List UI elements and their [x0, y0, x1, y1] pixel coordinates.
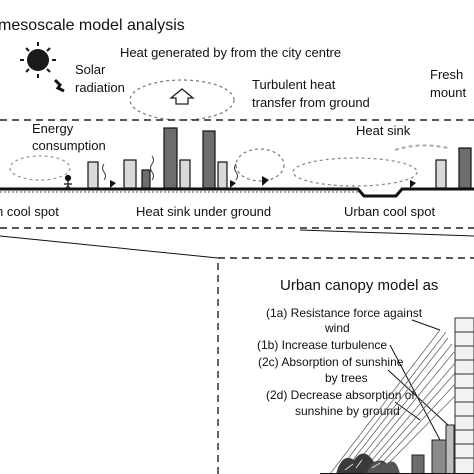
- canopy-dashed-box: [217, 257, 474, 474]
- cool-air-loop-left: [9, 155, 71, 181]
- cool-air-loop-right: [292, 157, 418, 187]
- svg-text:sunshine by ground: sunshine by ground: [295, 404, 400, 418]
- mesoscale-title: mesoscale model analysis: [0, 17, 185, 34]
- person-icon: [64, 174, 72, 190]
- svg-text:(1b) Increase turbulence: (1b) Increase turbulence: [257, 338, 387, 352]
- solar-radiation-label-1: Solar: [75, 62, 106, 77]
- city-buildings: [87, 127, 472, 189]
- sunshine-beams: [329, 329, 457, 474]
- canopy-item-2d: (2d) Decrease absorption of sunshine by …: [266, 388, 415, 418]
- svg-text:wind: wind: [324, 321, 350, 335]
- zoom-connector-right: [299, 229, 474, 237]
- svg-text:(2d) Decrease absorption of: (2d) Decrease absorption of: [266, 388, 415, 402]
- energy-consumption-label-1: Energy: [32, 121, 74, 136]
- heat-wiggles: [102, 155, 238, 181]
- turbulence-loop: [235, 148, 285, 182]
- canopy-leader-lines: [387, 319, 449, 441]
- svg-text:by trees: by trees: [325, 371, 368, 385]
- svg-text:(1a) Resistance force against: (1a) Resistance force against: [266, 306, 423, 320]
- turbulent-heat-label-1: Turbulent heat: [252, 77, 336, 92]
- energy-consumption-label-2: consumption: [32, 138, 106, 153]
- canopy-item-1b: (1b) Increase turbulence: [257, 338, 387, 352]
- heat-dome-circulation: [129, 79, 235, 121]
- fresh-air-flow-arrow: [394, 144, 449, 151]
- canopy-item-2c: (2c) Absorption of sunshine by trees: [258, 355, 404, 385]
- heat-sink-label: Heat sink: [356, 123, 411, 138]
- cool-spot-left-label: n cool spot: [0, 204, 59, 219]
- cool-spot-right-label: Urban cool spot: [344, 204, 435, 219]
- heat-rise-arrow-icon: [169, 88, 195, 105]
- sun-icon: [20, 42, 56, 78]
- heat-generated-label: Heat generated by from the city centre: [120, 45, 341, 60]
- heat-sink-under-ground-label: Heat sink under ground: [136, 204, 271, 219]
- svg-text:(2c) Absorption of sunshine: (2c) Absorption of sunshine: [258, 355, 404, 369]
- radiation-arrow-icon: [53, 78, 65, 93]
- flow-markers: [110, 176, 416, 188]
- ground-line: [0, 187, 474, 198]
- fresh-mountain-label-2: mount: [430, 85, 467, 100]
- canopy-item-1a: (1a) Resistance force against wind: [266, 306, 423, 335]
- canopy-tall-building: [454, 317, 474, 474]
- zoom-connector-left: [0, 235, 219, 259]
- canopy-buildings: [411, 424, 455, 474]
- canopy-trees: [336, 453, 400, 474]
- solar-radiation-label-2: radiation: [75, 80, 125, 95]
- fresh-mountain-label-1: Fresh: [430, 67, 463, 82]
- canopy-title: Urban canopy model as: [280, 277, 438, 294]
- turbulent-heat-label-2: transfer from ground: [252, 95, 370, 110]
